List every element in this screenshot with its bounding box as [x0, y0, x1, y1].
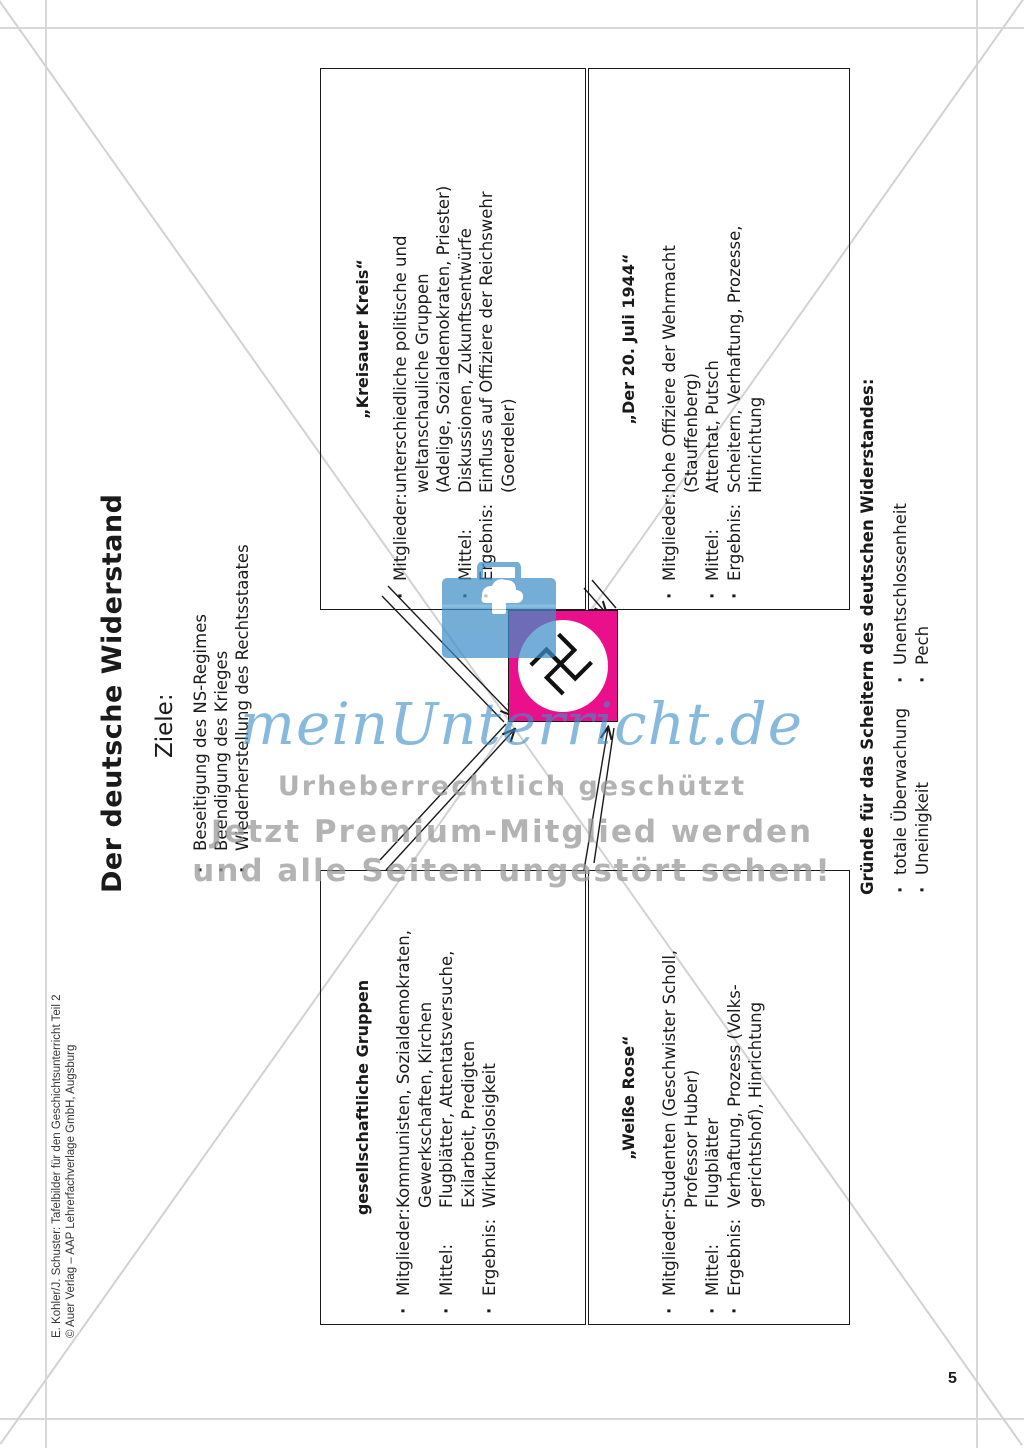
watermark-copyright: Urheberrechtlich geschützt — [277, 771, 747, 802]
ergebnis-value: Hinrichtung — [746, 396, 765, 493]
mitglieder-value: Professor Huber) — [681, 1069, 701, 1208]
ergebnis-label: Ergebnis: — [480, 1218, 499, 1296]
mittel-value: Flugblätter, Attentatsversuche, — [437, 950, 456, 1208]
box-kreisauer-kreis: „Kreisauer Kreis“ ·Mitglieder:unterschie… — [320, 68, 586, 610]
page-number: 5 — [948, 1370, 957, 1387]
mitglieder-value: unterschiedliche politische und — [391, 235, 410, 493]
mittel-label: Mittel: — [437, 1243, 456, 1296]
arrow-juli — [583, 587, 606, 613]
box-title: „Weiße Rose“ — [619, 1035, 638, 1160]
ergebnis-value: Einfluss auf Offiziere der Reichswehr — [477, 191, 496, 493]
gruende-list-2: Unentschlossenheit Pech — [890, 503, 934, 683]
box-20-juli-1944: „Der 20. Juli 1944“ ·Mitglieder:hohe Off… — [588, 68, 850, 610]
mittel-value: Flugblätter — [703, 1117, 722, 1208]
gruende-item: Unentschlossenheit — [890, 503, 912, 683]
ergebnis-value: Verhaftung, Prozess (Volks- — [724, 984, 744, 1208]
mitglieder-value: (Stauffenberg) — [681, 373, 701, 493]
mitglieder-value: hohe Offiziere der Wehrmacht — [660, 245, 679, 493]
page-edge-bottom — [0, 1418, 1024, 1420]
mitglieder-label: Mitglieder: — [394, 1208, 413, 1296]
box-title: „Der 20. Juli 1944“ — [619, 253, 638, 425]
mitglieder-label: Mitglieder: — [660, 493, 679, 581]
page-edge-left — [45, 0, 47, 1448]
arrow-gesellschaft — [385, 730, 514, 871]
box-title: „Kreisauer Kreis“ — [353, 259, 372, 419]
box-rows: ·Mitglieder:Kommunisten, Sozialdemokrate… — [394, 930, 499, 1314]
mittel-value: Attentat, Putsch — [703, 360, 722, 493]
gruende-item: Pech — [912, 503, 934, 683]
watermark-premium-line: Jetzt Premium-Mitglied werden — [210, 814, 814, 850]
box-weisse-rose: „Weiße Rose“ ·Mitglieder:Studenten (Gesc… — [588, 870, 850, 1325]
box-title: gesellschaftliche Gruppen — [353, 979, 372, 1216]
mitglieder-value: Studenten (Geschwister Scholl, — [660, 949, 679, 1208]
mitglieder-value: (Adelige, Sozialdemokraten, Priester) — [434, 185, 453, 493]
box-rows: ·Mitglieder:Studenten (Geschwister Schol… — [660, 949, 765, 1314]
mittel-value: Diskussionen, Zukunftsentwürfe — [455, 228, 475, 493]
ergebnis-value: (Goerdeler) — [498, 398, 518, 493]
box-rows: ·Mitglieder:hohe Offiziere der Wehrmacht… — [660, 225, 765, 599]
mittel-label: Mittel: — [703, 1243, 722, 1296]
watermark-brand: meinUnterricht.de — [240, 690, 804, 758]
box-gesellschaftliche-gruppen: gesellschaftliche Gruppen ·Mitglieder:Ko… — [320, 870, 586, 1325]
arrow-weisse-rose — [583, 728, 608, 871]
ergebnis-value: Scheitern, Verhaftung, Prozesse, — [724, 225, 744, 493]
ergebnis-label: Ergebnis: — [724, 503, 744, 581]
mitglieder-value: Gewerkschaften, Kirchen — [415, 1001, 435, 1208]
mittel-value: Exilarbeit, Predigten — [458, 1040, 478, 1208]
page-edge-right — [976, 0, 978, 1448]
box-rows: ·Mitglieder:unterschiedliche politische … — [391, 185, 518, 599]
mitglieder-value: Kommunisten, Sozialdemokraten, — [394, 930, 413, 1208]
ergebnis-value: gerichtshof), Hinrichtung — [746, 1001, 765, 1208]
mittel-label: Mittel: — [703, 528, 722, 581]
ergebnis-label: Ergebnis: — [724, 1218, 744, 1296]
watermark-premium-line-2: und alle Seiten ungestört sehen! — [192, 853, 832, 889]
briefcase-cloud-icon — [442, 562, 556, 658]
mitglieder-label: Mitglieder: — [660, 1208, 679, 1296]
ergebnis-value: Wirkungslosigkeit — [480, 1063, 499, 1208]
page-edge-top — [0, 27, 1024, 29]
mitglieder-value: weltanschauliche Gruppen — [412, 273, 432, 493]
